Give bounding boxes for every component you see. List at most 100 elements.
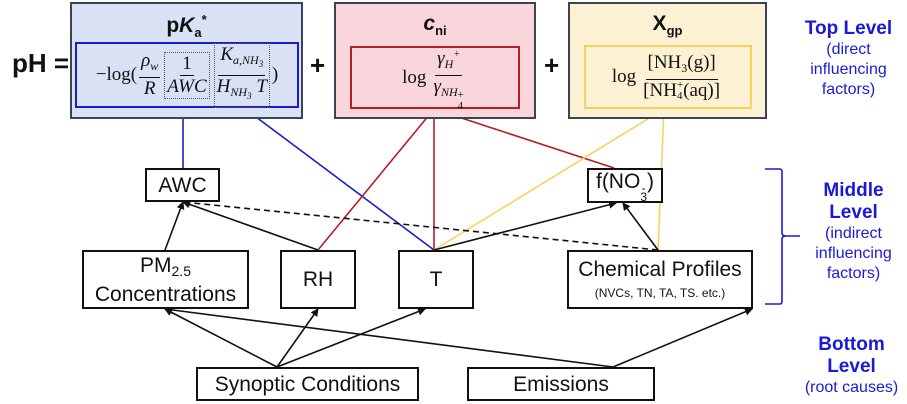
edge-emissions-to-pm25	[164, 305, 614, 368]
xgp-frac: [NH3(g)] [NH+4(aq)]	[641, 52, 722, 103]
node-chemical-profiles: Chemical Profiles (NVCs, TN, TA, TS. etc…	[567, 250, 753, 309]
edge-emissions-to-chem	[612, 308, 753, 368]
gamma-h-symbol: γ	[437, 47, 445, 69]
middle-level-brace	[765, 168, 800, 305]
xgp-title-sub: gp	[666, 23, 683, 39]
nh4-sub: 4	[676, 90, 683, 103]
cni-formula-log: log	[402, 66, 427, 88]
pka-title-sup: *	[201, 12, 207, 27]
edge-rh-to-cni	[317, 108, 435, 251]
middle-level-label: Middle Level (indirect influencing facto…	[800, 180, 907, 284]
gamma-h-sub: H	[444, 56, 454, 71]
nh4-sup: +	[676, 79, 684, 92]
middle-level-title-1: Middle	[823, 180, 884, 201]
node-fno3: f(NO-3)	[587, 168, 663, 203]
ka-subsub: 3	[258, 58, 264, 69]
middle-level-desc-3: factors)	[826, 265, 881, 282]
node-pm25: PM2.5 Concentrations	[82, 250, 249, 309]
xgp-term-title: Xgp	[570, 12, 765, 38]
node-t-label: T	[429, 268, 443, 291]
cni-formula: log γH+ γNH+4	[350, 44, 520, 112]
cni-title-sub: ni	[435, 23, 447, 39]
edge-t-to-xgp	[433, 108, 665, 251]
awc-frac-den: AWC	[167, 75, 207, 97]
awc-frac-num: 1	[180, 52, 194, 76]
edge-t-to-pka	[243, 107, 435, 251]
nh3-gas-tail: (g)]	[687, 51, 716, 73]
cni-term-title: cni	[336, 12, 534, 38]
cni-frac: γH+ γNH+4	[431, 44, 465, 112]
node-fno3-label: f(NO-3)	[595, 169, 654, 204]
nh4-aq-symbol: [NH	[643, 79, 677, 101]
gas-constant: R	[143, 78, 156, 99]
node-t: T	[398, 250, 474, 309]
edge-synoptic-to-t	[276, 307, 426, 368]
node-emissions-label: Emissions	[513, 372, 609, 396]
henry-symbol: H	[216, 75, 231, 97]
fno3-text: f(NO	[595, 169, 641, 193]
node-synoptic-label: Synoptic Conditions	[214, 372, 401, 396]
pm-text: PM	[140, 253, 172, 277]
edge-chem-to-fno3	[622, 202, 659, 251]
node-chem-note: (NVCs, TN, TA, TS. etc.)	[594, 286, 726, 300]
ka-sub: a,NH	[233, 52, 259, 67]
node-pm25-label: PM2.5	[140, 254, 191, 283]
xgp-formula: log [NH3(g)] [NH+4(aq)]	[584, 45, 752, 109]
henry-sub: NH	[230, 84, 248, 99]
pka-formula-suffix: )	[271, 64, 279, 85]
temperature-symbol: T	[251, 75, 267, 97]
gamma-nh4-symbol: γ	[433, 75, 441, 97]
gamma-nh4-sub: NH	[440, 84, 458, 99]
top-level-desc-2: influencing	[810, 61, 887, 78]
nh4-aq-tail: (aq)]	[683, 79, 721, 101]
top-level-title: Top Level	[804, 18, 893, 39]
node-synoptic-conditions: Synoptic Conditions	[196, 367, 419, 401]
pka-frac-awc: 1 AWC	[164, 51, 210, 99]
node-rh: RH	[280, 250, 356, 309]
ph-label: pH =	[12, 48, 70, 78]
edge-synoptic-to-rh	[276, 308, 319, 368]
pka-formula-prefix: −log(	[95, 64, 138, 85]
edge-rh-to-awc	[182, 200, 319, 251]
middle-level-desc-2: influencing	[815, 245, 892, 262]
node-pm25-line2: Concentrations	[94, 282, 237, 306]
top-level-desc-1: (direct	[826, 41, 871, 58]
edge-chem-to-awc	[182, 198, 659, 251]
pka-frac-ka-h: Ka,NH3 HNH3 T	[213, 42, 270, 108]
pka-title-sub: a	[194, 25, 202, 41]
fno3-sup: -	[641, 180, 646, 195]
bottom-level-label: Bottom Level (root causes)	[796, 334, 907, 398]
nh3-sub: 3	[681, 60, 688, 75]
bottom-level-desc-1: (root causes)	[804, 379, 899, 396]
plus-sign-2: +	[544, 50, 560, 80]
pka-frac-density: ρw R	[139, 50, 161, 100]
plus-sign-1: +	[310, 50, 326, 80]
gamma-h-sup: +	[453, 48, 461, 60]
top-level-desc-3: factors)	[821, 81, 876, 98]
fno3-sub: 3	[640, 189, 647, 204]
pka-title-k: K	[179, 14, 195, 37]
edge-t-to-fno3	[433, 200, 617, 251]
edge-synoptic-to-pm25	[164, 308, 278, 368]
henry-subsub: 3	[247, 90, 252, 101]
pka-title-prefix: p	[166, 14, 180, 37]
xgp-title-x: X	[652, 12, 667, 35]
rho-sub: w	[150, 59, 159, 73]
nh3-gas-symbol: [NH	[647, 51, 682, 73]
top-level-label: Top Level (direct influencing factors)	[790, 18, 907, 100]
pka-term-title: pKa*	[72, 12, 301, 40]
rho-symbol: ρ	[141, 50, 151, 71]
middle-level-title-2: Level	[829, 202, 878, 223]
bottom-level-title-2: Level	[827, 356, 876, 377]
node-awc: AWC	[145, 168, 220, 202]
pka-formula: −log( ρw R 1 AWC Ka,NH3 HNH3 T )	[75, 42, 299, 108]
ka-symbol: K	[220, 43, 234, 65]
cni-term-box: cni	[334, 2, 536, 119]
fno3-tail: )	[647, 169, 654, 193]
node-emissions: Emissions	[467, 367, 655, 401]
xgp-term-box: Xgp	[568, 2, 767, 119]
node-awc-label: AWC	[158, 173, 207, 197]
gamma-nh4-subsup: +	[457, 88, 464, 101]
bottom-level-title-1: Bottom	[818, 334, 885, 355]
